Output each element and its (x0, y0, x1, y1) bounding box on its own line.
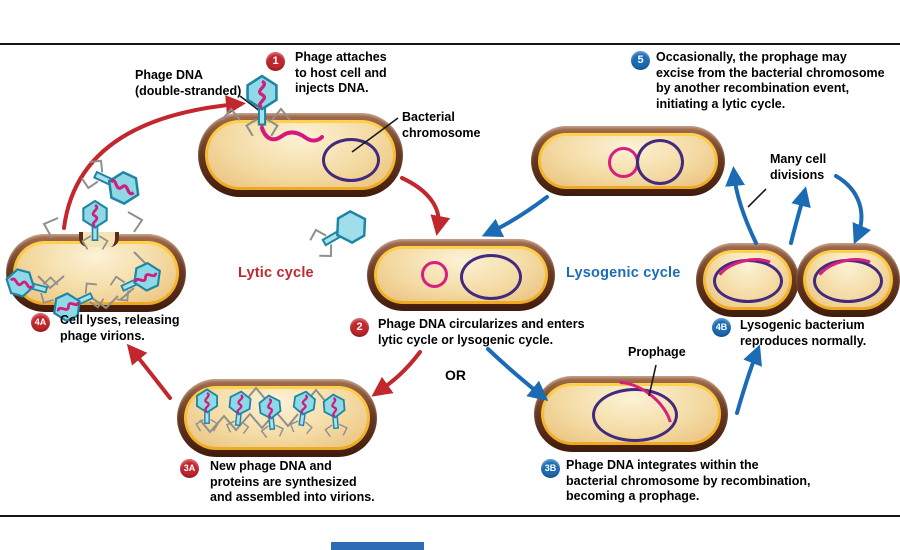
bottom-rule (0, 515, 900, 517)
step1-text: Phage attaches to host cell and injects … (295, 50, 387, 95)
step4a-text: Cell lyses, releasing phage virions. (60, 313, 180, 343)
phage-dna-label: Phage DNA (double-stranded) (135, 68, 242, 98)
chromosome-prophage-left (713, 259, 783, 303)
or-label: OR (445, 367, 466, 383)
phage-icon-injecting (243, 74, 281, 140)
phage-icon-assembling-2 (224, 389, 255, 437)
top-rule (0, 43, 900, 45)
phage-icon-empty-capsid (302, 202, 376, 267)
step5-text: Occasionally, the prophage may excise fr… (656, 50, 885, 111)
step1-badge: 1 (266, 52, 285, 71)
phage-icon-assembling-5 (320, 392, 350, 440)
phage-icon-escaping (80, 197, 110, 255)
many-cell-divisions-label: Many cell divisions (770, 152, 827, 182)
bottom-blue-bar (331, 542, 424, 550)
prophage-label: Prophage (628, 345, 686, 359)
chromosome-ring-step3b (592, 388, 678, 442)
bacterial-chromosome-label: Bacterial chromosome (402, 110, 481, 140)
step3b-badge: 3B (541, 459, 560, 478)
step2-text: Phage DNA circularizes and enters lytic … (378, 317, 585, 347)
step4b-badge: 4B (712, 318, 731, 337)
step2-badge: 2 (350, 318, 369, 337)
chromosome-prophage-right (813, 259, 883, 303)
excising-prophage-loop (608, 147, 639, 178)
lysogenic-cycle-label: Lysogenic cycle (566, 265, 681, 281)
circular-phage-dna (421, 261, 448, 288)
lytic-cycle-label: Lytic cycle (238, 265, 314, 281)
phage-icon-assembling-1 (194, 388, 220, 434)
bacterial-chromosome-ring (322, 138, 380, 182)
step3a-badge: 3A (180, 459, 199, 478)
step4a-badge: 4A (31, 313, 50, 332)
chromosome-ring-step2 (460, 254, 522, 300)
step3a-text: New phage DNA and proteins are synthesiz… (210, 459, 375, 504)
step4b-text: Lysogenic bacterium reproduces normally. (740, 318, 867, 348)
step5-badge: 5 (631, 51, 650, 70)
phage-icon-assembling-3 (256, 393, 287, 441)
step3b-text: Phage DNA integrates within the bacteria… (566, 458, 811, 503)
chromosome-loop-step5 (636, 139, 684, 185)
